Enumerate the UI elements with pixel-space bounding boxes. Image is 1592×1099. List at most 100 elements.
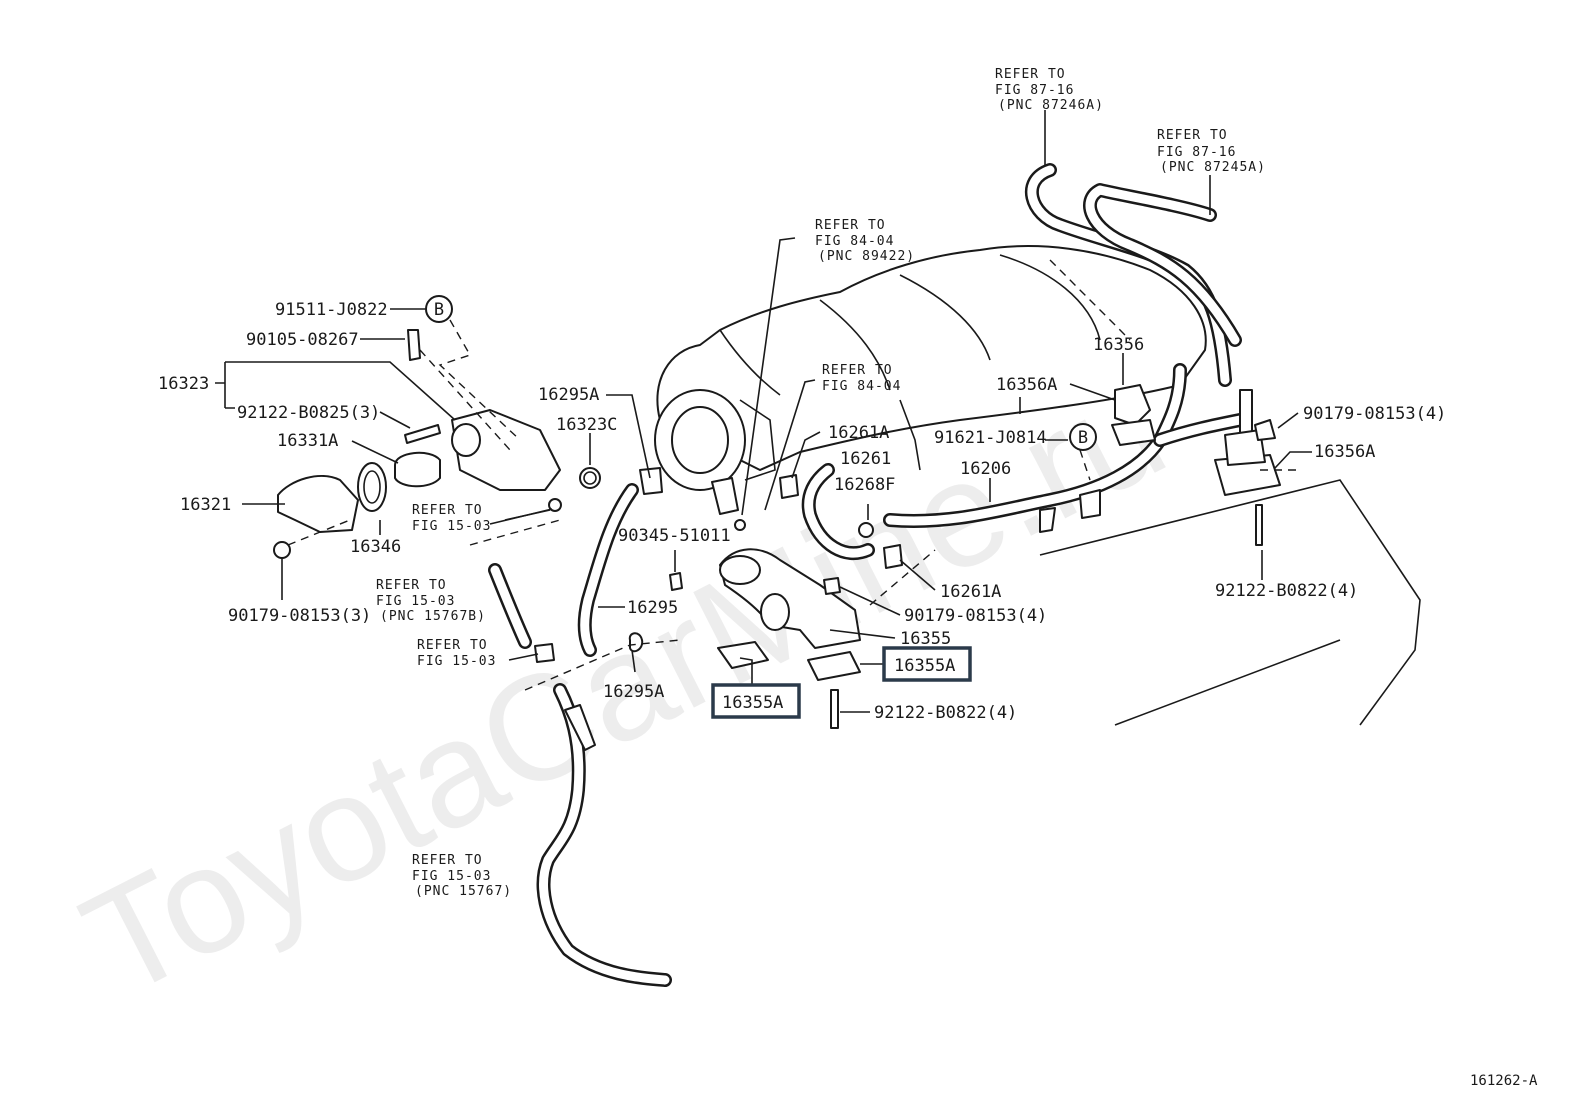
highlight-box-16355A-right [882, 646, 972, 682]
part-label-16321[interactable]: 16321 [180, 495, 231, 515]
refer-note-fig-87-16-b[interactable]: REFER TO FIG 87-16 (PNC 87245A) [1157, 128, 1266, 175]
part-label-16355A-right[interactable]: 16355A [894, 656, 955, 676]
part-label-16331A[interactable]: 16331A [277, 431, 338, 451]
badge-letter: B [1078, 428, 1088, 448]
refer-note-fig-87-16-a[interactable]: REFER TO FIG 87-16 (PNC 87246A) [995, 67, 1104, 113]
figure-id: 161262-A [1470, 1073, 1538, 1089]
part-label-90105-08267[interactable]: 90105-08267 [246, 330, 359, 350]
badge-b-1: B [425, 295, 453, 323]
part-label-90179-08153-4-right[interactable]: 90179-08153(4) [1303, 404, 1446, 424]
o-ring-icon [858, 522, 874, 538]
water-inlet-icon [277, 475, 359, 533]
part-label-16261[interactable]: 16261 [840, 449, 891, 469]
part-label-90179-08153-4-mid[interactable]: 90179-08153(4) [904, 606, 1047, 626]
sensor-icon [669, 572, 683, 591]
svg-text:(PNC 89422): (PNC 89422) [818, 249, 915, 264]
refer-note-fig-84-04-a[interactable]: REFER TO FIG 84-04 (PNC 89422) [815, 218, 915, 264]
gasket-icon [357, 462, 387, 512]
stud-bolt-icon [404, 424, 441, 444]
svg-text:REFER TO: REFER TO [376, 578, 447, 593]
svg-text:REFER TO: REFER TO [412, 853, 483, 868]
water-outlet-right [1214, 389, 1281, 546]
highlight-box-16355A-left [711, 683, 801, 719]
part-label-92122-B0825[interactable]: 92122-B0825(3) [237, 403, 380, 423]
part-label-16356A-right[interactable]: 16356A [1314, 442, 1375, 462]
hose-clamp-icon [639, 467, 663, 495]
thermostat-housing [451, 409, 561, 491]
svg-text:FIG 15-03: FIG 15-03 [417, 654, 496, 669]
svg-text:REFER TO: REFER TO [412, 503, 483, 518]
svg-text:FIG 15-03: FIG 15-03 [376, 594, 455, 609]
part-label-91621-J0814[interactable]: 91621-J0814 [934, 428, 1047, 448]
svg-text:FIG 15-03: FIG 15-03 [412, 519, 491, 534]
part-label-16295[interactable]: 16295 [627, 598, 678, 618]
badge-letter: B [434, 300, 444, 320]
svg-text:(PNC 87246A): (PNC 87246A) [998, 98, 1104, 113]
svg-text:(PNC 87245A): (PNC 87245A) [1160, 160, 1266, 175]
part-label-16295A-top[interactable]: 16295A [538, 385, 599, 405]
part-label-16261A-right[interactable]: 16261A [940, 582, 1001, 602]
stud-bolt-icon [1255, 504, 1263, 546]
hose-clamp-icon [534, 643, 555, 663]
nut-icon [273, 541, 291, 559]
part-label-16323[interactable]: 16323 [158, 374, 209, 394]
svg-text:(PNC 15767): (PNC 15767) [415, 884, 512, 899]
part-label-16356A-left[interactable]: 16356A [996, 375, 1057, 395]
gasket-icon [717, 641, 769, 669]
part-label-16356[interactable]: 16356 [1093, 335, 1144, 355]
engine-block-outline [1039, 479, 1421, 726]
bolt-icon [407, 329, 421, 361]
part-label-92122-B0822-right[interactable]: 92122-B0822(4) [1215, 581, 1358, 601]
hose-clamp-icon [628, 632, 644, 653]
gasket-icon [807, 651, 861, 681]
part-labels: 91511-J0822 90105-08267 16323 92122-B082… [158, 300, 1446, 723]
svg-text:FIG 15-03: FIG 15-03 [412, 869, 491, 884]
mounting-lines [287, 259, 1300, 691]
refer-note-fig-15-03-c[interactable]: REFER TO FIG 15-03 [417, 638, 496, 669]
refer-notes: REFER TO FIG 87-16 (PNC 87246A) REFER TO… [376, 67, 1266, 899]
svg-text:FIG 84-04: FIG 84-04 [815, 234, 894, 249]
part-label-16323C[interactable]: 16323C [556, 415, 617, 435]
thermostat-group [273, 329, 601, 559]
hose-clamp-icon [779, 474, 799, 499]
leader-lines [215, 110, 1312, 713]
svg-text:(PNC 15767B): (PNC 15767B) [380, 609, 486, 624]
water-bypass-pipe [883, 363, 1247, 533]
part-label-90179-08153-3[interactable]: 90179-08153(3) [228, 606, 371, 626]
nut-icon [1254, 419, 1276, 441]
heater-hoses-top [1024, 163, 1242, 387]
part-label-16206[interactable]: 16206 [960, 459, 1011, 479]
badge-b-2: B [1069, 423, 1097, 451]
o-ring-icon [579, 467, 601, 489]
refer-note-fig-15-03-d[interactable]: REFER TO FIG 15-03 (PNC 15767) [412, 853, 512, 899]
svg-text:REFER TO: REFER TO [815, 218, 886, 233]
svg-text:REFER TO: REFER TO [1157, 128, 1228, 143]
refer-note-fig-15-03-a[interactable]: REFER TO FIG 15-03 [412, 503, 491, 534]
svg-text:FIG 84-04: FIG 84-04 [822, 379, 901, 394]
washer-icon [734, 519, 746, 531]
part-label-92122-B0822-mid[interactable]: 92122-B0822(4) [874, 703, 1017, 723]
svg-text:REFER TO: REFER TO [417, 638, 488, 653]
svg-text:FIG 87-16: FIG 87-16 [1157, 145, 1236, 160]
sensor-icon [711, 477, 739, 515]
part-label-90345-51011[interactable]: 90345-51011 [618, 526, 731, 546]
hose-clamp-icon [548, 498, 562, 512]
part-label-16268F[interactable]: 16268F [834, 475, 895, 495]
part-label-91511-J0822[interactable]: 91511-J0822 [275, 300, 388, 320]
refer-note-fig-84-04-b[interactable]: REFER TO FIG 84-04 [822, 363, 901, 394]
part-label-16355[interactable]: 16355 [900, 629, 951, 649]
nut-icon [823, 577, 841, 595]
hoses-middle [577, 463, 903, 657]
part-label-16355A-left[interactable]: 16355A [722, 693, 783, 713]
part-label-16261A-top[interactable]: 16261A [828, 423, 889, 443]
part-label-16346[interactable]: 16346 [350, 537, 401, 557]
svg-text:FIG 87-16: FIG 87-16 [995, 83, 1074, 98]
bracket-16356 [1111, 384, 1156, 446]
hose-clamp-icon [883, 544, 903, 569]
part-label-16295A-bottom[interactable]: 16295A [603, 682, 664, 702]
svg-text:REFER TO: REFER TO [822, 363, 893, 378]
hoses-lower-left [488, 563, 672, 987]
refer-note-fig-15-03-b[interactable]: REFER TO FIG 15-03 (PNC 15767B) [376, 578, 486, 624]
